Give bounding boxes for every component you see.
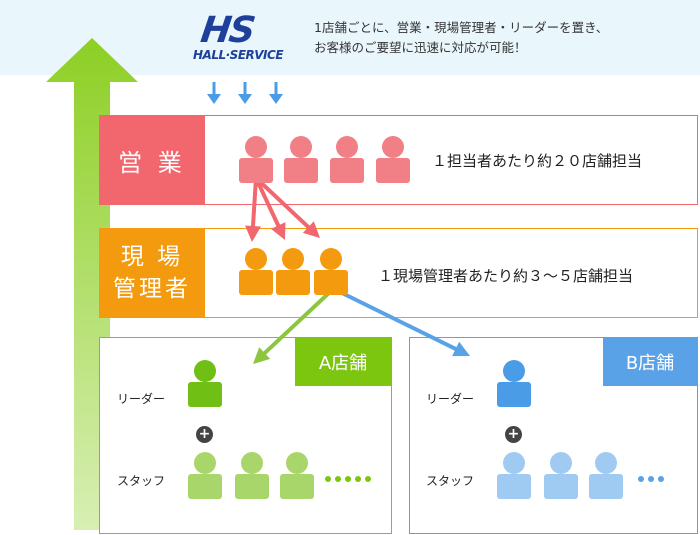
down-arrow-icon bbox=[207, 82, 221, 104]
manager-description: １現場管理者あたり約３〜５店舗担当 bbox=[378, 267, 634, 285]
manager-label-line1: 現 場 bbox=[120, 244, 184, 270]
store-b-plus-icon: + bbox=[505, 426, 522, 443]
sales-to-manager-arrow bbox=[254, 176, 286, 240]
sales-label: 営 業 bbox=[99, 115, 205, 205]
store-b-staff-icon bbox=[497, 452, 531, 499]
company-logo: HS HALL·SERVICE bbox=[193, 10, 291, 66]
sales-person-icon bbox=[330, 136, 364, 183]
intro-text-line2: お客様のご要望に迅速に対応が可能！ bbox=[314, 40, 527, 55]
manager-person-icon bbox=[276, 248, 310, 295]
store-b-staff-icon bbox=[544, 452, 578, 499]
store-a-tag: A店舗 bbox=[295, 338, 391, 386]
manager-label-line2: 管理者 bbox=[113, 276, 191, 302]
sales-label-text: 営 業 bbox=[118, 148, 186, 177]
manager-to-store-a-arrow bbox=[253, 290, 332, 364]
store-a-leader-icon bbox=[188, 360, 222, 407]
sales-to-manager-arrow bbox=[254, 176, 320, 238]
sales-person-icon bbox=[239, 136, 273, 183]
down-arrow-icon bbox=[238, 82, 252, 104]
vertical-growth-arrow bbox=[46, 38, 138, 530]
sales-to-manager-arrow bbox=[245, 176, 261, 242]
logo-sub-text: HALL·SERVICE bbox=[193, 48, 284, 62]
store-b-leader-label: リーダー bbox=[426, 392, 475, 406]
sales-person-icon bbox=[376, 136, 410, 183]
store-a-staff-icon bbox=[280, 452, 314, 499]
store-a-staff-icon bbox=[188, 452, 222, 499]
store-a-staff-icon bbox=[235, 452, 269, 499]
store-b-staff-icon bbox=[589, 452, 623, 499]
store-b-leader-icon bbox=[497, 360, 531, 407]
manager-person-icon bbox=[239, 248, 273, 295]
store-a-more-dots bbox=[325, 476, 371, 482]
store-b-tag: B店舗 bbox=[603, 338, 697, 386]
down-arrow-icons bbox=[207, 82, 283, 104]
store-a-plus-icon: + bbox=[196, 426, 213, 443]
sales-description: １担当者あたり約２０店舗担当 bbox=[432, 152, 643, 170]
manager-to-store-b-arrow bbox=[338, 290, 470, 357]
sales-person-icon bbox=[284, 136, 318, 183]
down-arrow-icon bbox=[269, 82, 283, 104]
store-b-more-dots bbox=[638, 476, 664, 482]
manager-person-icon bbox=[314, 248, 348, 295]
store-a-leader-label: リーダー bbox=[117, 392, 166, 406]
store-b-staff-label: スタッフ bbox=[426, 474, 475, 488]
store-a-staff-label: スタッフ bbox=[117, 474, 166, 488]
manager-label: 現 場 管理者 bbox=[99, 228, 205, 318]
intro-text-line1: 1店舗ごとに、営業・現場管理者・リーダーを置き、 bbox=[314, 20, 609, 35]
